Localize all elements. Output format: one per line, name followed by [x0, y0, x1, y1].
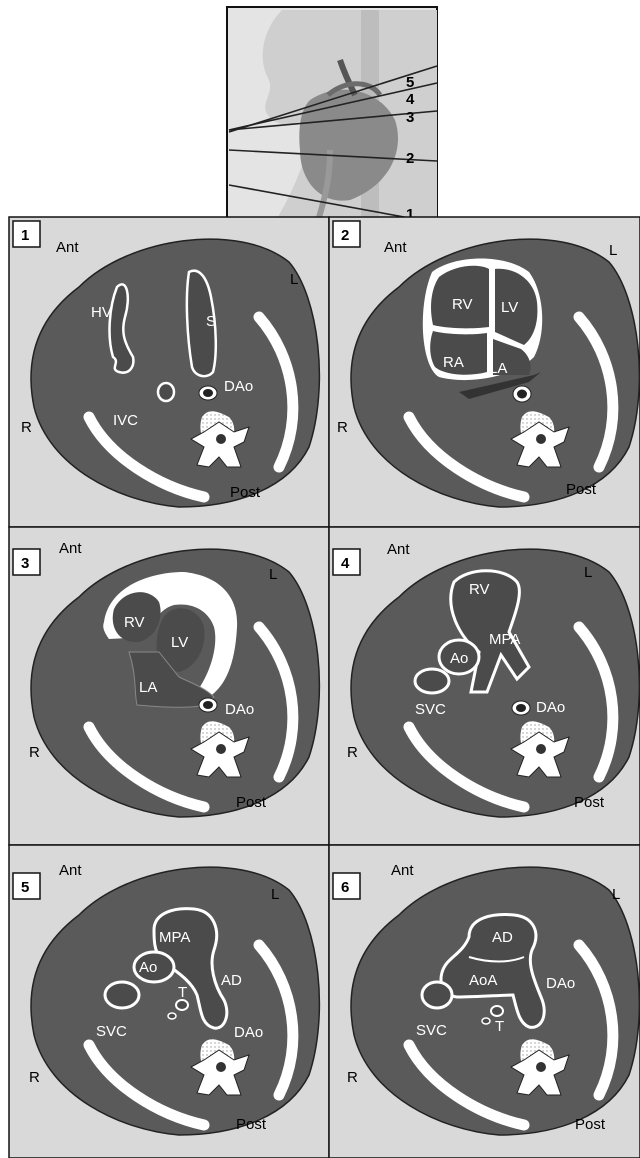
label-la: LA — [139, 679, 157, 696]
inset-line-label-2: 2 — [406, 150, 414, 167]
panel-2-number: 2 — [341, 227, 349, 244]
label-rv: RV — [452, 296, 473, 313]
panel-1-post: Post — [230, 484, 261, 501]
label-rv: RV — [124, 614, 145, 631]
label-hv: HV — [91, 304, 112, 321]
label-dao: DAo — [546, 975, 575, 992]
panel-5-left: L — [271, 886, 279, 903]
label-dao: DAo — [234, 1024, 263, 1041]
label-mpa: MPA — [489, 631, 520, 648]
panel-4-left: L — [584, 564, 592, 581]
label-dao: DAo — [224, 378, 253, 395]
label-lv: LV — [171, 634, 188, 651]
panel-5-post: Post — [236, 1116, 267, 1133]
panel-2: 2 Ant L R Post RV LV RA LA — [329, 217, 640, 527]
label-rv: RV — [469, 581, 490, 598]
panel-6-post: Post — [575, 1116, 606, 1133]
label-ao: Ao — [450, 650, 468, 667]
panel-4: 4 Ant L R Post RV MPA Ao SVC DAo — [329, 527, 640, 845]
panel-6-ant: Ant — [391, 862, 414, 879]
label-s: S — [206, 313, 216, 330]
panel-3-number: 3 — [21, 555, 29, 572]
panel-2-right: R — [337, 419, 348, 436]
panel-5-right: R — [29, 1069, 40, 1086]
label-ao: Ao — [139, 959, 157, 976]
panel-3-right: R — [29, 744, 40, 761]
label-dao: DAo — [536, 699, 565, 716]
panel-2-post: Post — [566, 481, 597, 498]
label-lv: LV — [501, 299, 518, 316]
panel-5-number: 5 — [21, 879, 29, 896]
panel-1-ant: Ant — [56, 239, 79, 256]
panel-5: 5 Ant L R Post MPA Ao AD T SVC DAo — [9, 845, 329, 1158]
inset-line-label-4: 4 — [406, 91, 415, 108]
panel-5-ant: Ant — [59, 862, 82, 879]
panel-1: 1 Ant L R Post HV S DAo IVC — [9, 217, 329, 527]
label-svc: SVC — [96, 1023, 127, 1040]
panel-4-number: 4 — [341, 555, 350, 572]
panel-4-post: Post — [574, 794, 605, 811]
label-svc: SVC — [415, 701, 446, 718]
panel-2-left: L — [609, 242, 617, 259]
label-svc: SVC — [416, 1022, 447, 1039]
panel-6-left: L — [612, 886, 620, 903]
panel-6-right: R — [347, 1069, 358, 1086]
panel-3-ant: Ant — [59, 540, 82, 557]
label-aoa: AoA — [469, 972, 497, 989]
orientation-inset: 5 4 3 2 1 — [227, 7, 437, 233]
inset-line-label-5: 5 — [406, 74, 414, 91]
label-la: LA — [489, 360, 507, 377]
label-ad: AD — [492, 929, 513, 946]
panel-2-ant: Ant — [384, 239, 407, 256]
label-ivc: IVC — [113, 412, 138, 429]
panel-4-ant: Ant — [387, 541, 410, 558]
panel-6-number: 6 — [341, 879, 349, 896]
inset-line-label-3: 3 — [406, 109, 414, 126]
panel-4-right: R — [347, 744, 358, 761]
panel-3: 3 Ant L R Post RV LV LA DAo — [9, 527, 329, 845]
label-mpa: MPA — [159, 929, 190, 946]
panel-3-left: L — [269, 566, 277, 583]
label-dao: DAo — [225, 701, 254, 718]
panel-6: 6 Ant L R Post AD AoA DAo SVC T — [329, 845, 640, 1158]
panel-1-left: L — [290, 271, 298, 288]
panel-3-post: Post — [236, 794, 267, 811]
panel-1-number: 1 — [21, 227, 29, 244]
label-ad: AD — [221, 972, 242, 989]
label-t: T — [178, 984, 187, 1001]
label-t: T — [495, 1018, 504, 1035]
panel-1-right: R — [21, 419, 32, 436]
label-ra: RA — [443, 354, 464, 371]
